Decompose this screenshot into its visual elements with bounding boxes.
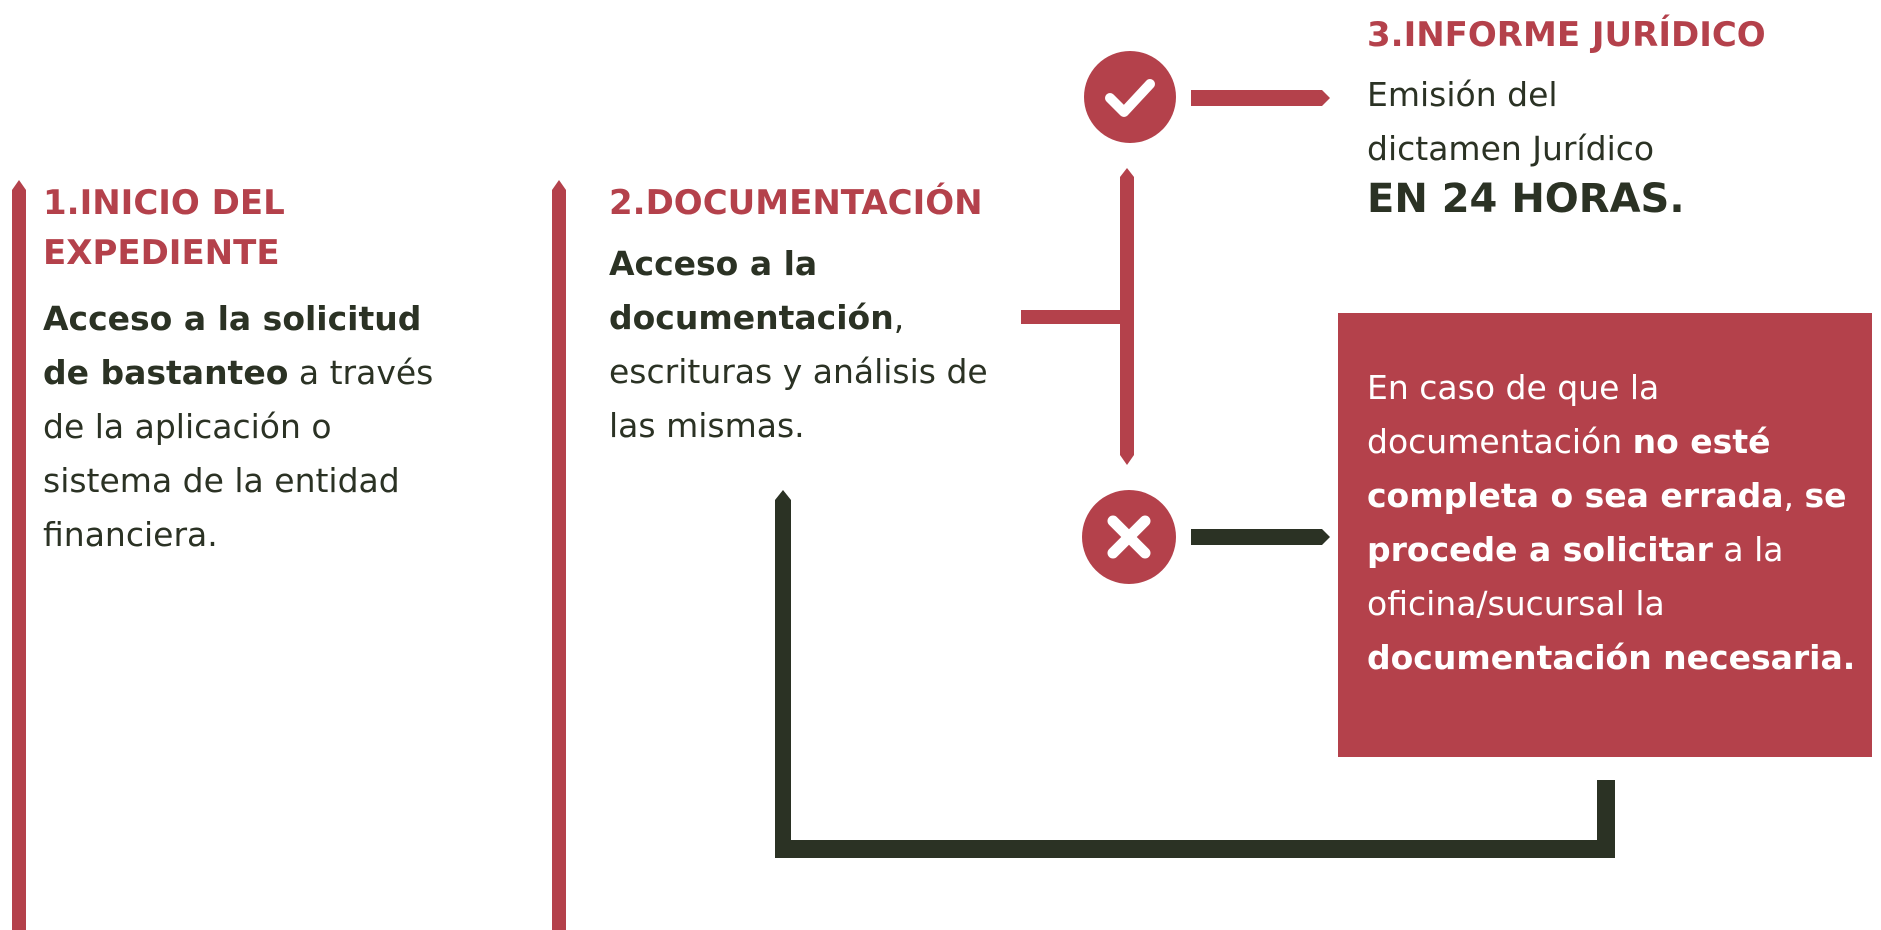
error-line3-a: completa o sea errada	[1367, 476, 1784, 515]
step1-line2-rest: a través	[288, 353, 434, 392]
branch-horizontal-line	[1021, 310, 1127, 324]
step1-description: Acceso a la solicitud de bastanteo a tra…	[43, 292, 483, 562]
error-line1: En caso de que la	[1367, 368, 1660, 407]
error-line2-b: no esté	[1632, 422, 1771, 461]
step1-bold-line1: Acceso a la solicitud	[43, 299, 422, 338]
step3-line2: dictamen Jurídico	[1367, 129, 1655, 168]
error-box-text: En caso de que la documentación no esté …	[1367, 361, 1867, 685]
step2-line2-rest: ,	[893, 298, 905, 337]
step2-line4: las mismas.	[609, 406, 805, 445]
step1-line3: de la aplicación o	[43, 407, 332, 446]
error-line4: procede a solicitar a la	[1367, 523, 1867, 577]
error-box	[1338, 313, 1872, 757]
step1-title: 1.INICIO DEL EXPEDIENTE	[43, 178, 285, 278]
return-loop-bottom	[775, 840, 1615, 858]
step1-line5: financiera.	[43, 515, 218, 554]
step2-line2: documentación,	[609, 291, 1049, 345]
check-circle-icon	[1084, 51, 1176, 143]
return-loop-right	[1597, 780, 1615, 858]
step3-line1: Emisión del	[1367, 75, 1558, 114]
error-line4-b: a la	[1712, 530, 1784, 569]
success-arrow	[1191, 90, 1330, 106]
step1-line4: sistema de la entidad	[43, 461, 400, 500]
step1-line2: de bastanteo a través	[43, 346, 483, 400]
error-line2-a: documentación	[1367, 422, 1633, 461]
step2-description: Acceso a la documentación, escrituras y …	[609, 237, 1049, 453]
step1-title-line1: 1.INICIO DEL	[43, 183, 285, 223]
step2-line1: Acceso a la	[609, 237, 1049, 291]
step1-line1: Acceso a la solicitud	[43, 292, 483, 346]
step1-side-bar	[12, 180, 26, 930]
step2-side-bar	[552, 180, 566, 930]
error-line2: documentación no esté	[1367, 415, 1867, 469]
step1-bold-line2: de bastanteo	[43, 353, 289, 392]
step2-bold-line1: Acceso a la	[609, 244, 818, 283]
step3-deadline: EN 24 HORAS.	[1367, 176, 1685, 222]
error-line3-b: ,	[1783, 476, 1805, 515]
step1-title-line2: EXPEDIENTE	[43, 233, 280, 273]
step3-title: 3.INFORME JURÍDICO	[1367, 15, 1766, 55]
error-line5: oficina/sucursal la	[1367, 584, 1665, 623]
return-loop-left	[775, 490, 791, 858]
error-line4-a: procede a solicitar	[1367, 530, 1713, 569]
step2-title: 2.DOCUMENTACIÓN	[609, 183, 983, 223]
error-line3: completa o sea errada, se	[1367, 469, 1867, 523]
error-line6-bold: documentación necesaria.	[1367, 638, 1856, 677]
error-line6: documentación necesaria.	[1367, 631, 1867, 685]
x-circle-icon	[1082, 490, 1176, 584]
step2-line3: escrituras y análisis de	[609, 352, 988, 391]
error-line3-c: se	[1804, 476, 1847, 515]
step2-bold-line2: documentación	[609, 298, 894, 337]
failure-arrow	[1191, 529, 1330, 545]
step3-description: Emisión del dictamen Jurídico	[1367, 68, 1847, 176]
